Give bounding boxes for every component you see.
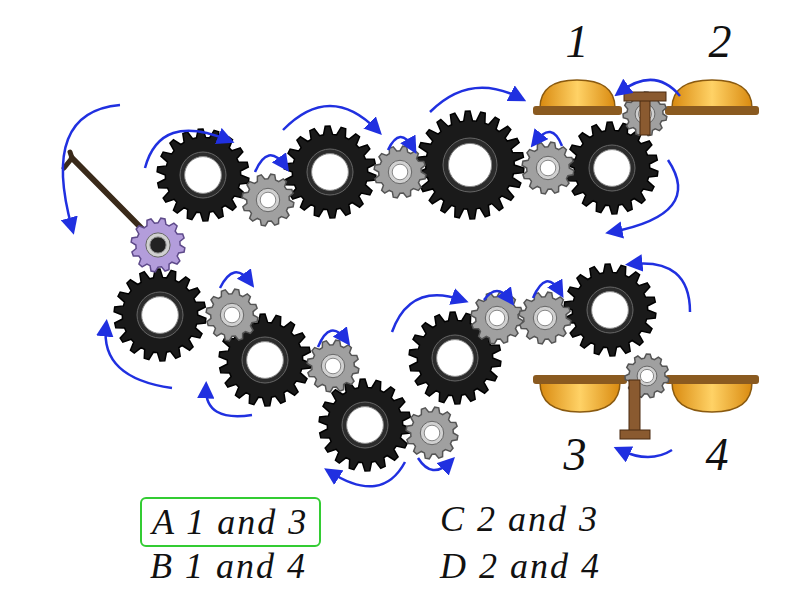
gear [131, 218, 185, 272]
gear [307, 340, 359, 392]
gear [566, 122, 658, 214]
bells [533, 80, 759, 412]
gear [416, 111, 524, 219]
bell-number: 1 [566, 19, 589, 65]
answer-box: A 1 and 3 [140, 497, 321, 547]
gears [114, 92, 669, 471]
answer-option: A 1 and 3 [152, 504, 308, 540]
gear [374, 146, 426, 198]
answer-option: D 2 and 4 [440, 548, 601, 584]
bell-number: 2 [709, 19, 732, 65]
gear [522, 142, 574, 194]
bell-number: 4 [706, 432, 729, 478]
gear [284, 126, 376, 218]
gear [471, 292, 523, 344]
gear [242, 174, 294, 226]
gear [114, 269, 206, 361]
gear [406, 407, 458, 459]
gear [623, 92, 667, 136]
rotation-arrows [63, 80, 690, 486]
gear [319, 379, 411, 471]
bell-number: 3 [564, 432, 587, 478]
gear [157, 129, 249, 221]
gear [206, 289, 258, 341]
gear [564, 264, 656, 356]
answer-option: C 2 and 3 [440, 501, 599, 537]
gear [519, 292, 571, 344]
answer-option: B 1 and 4 [150, 548, 307, 584]
